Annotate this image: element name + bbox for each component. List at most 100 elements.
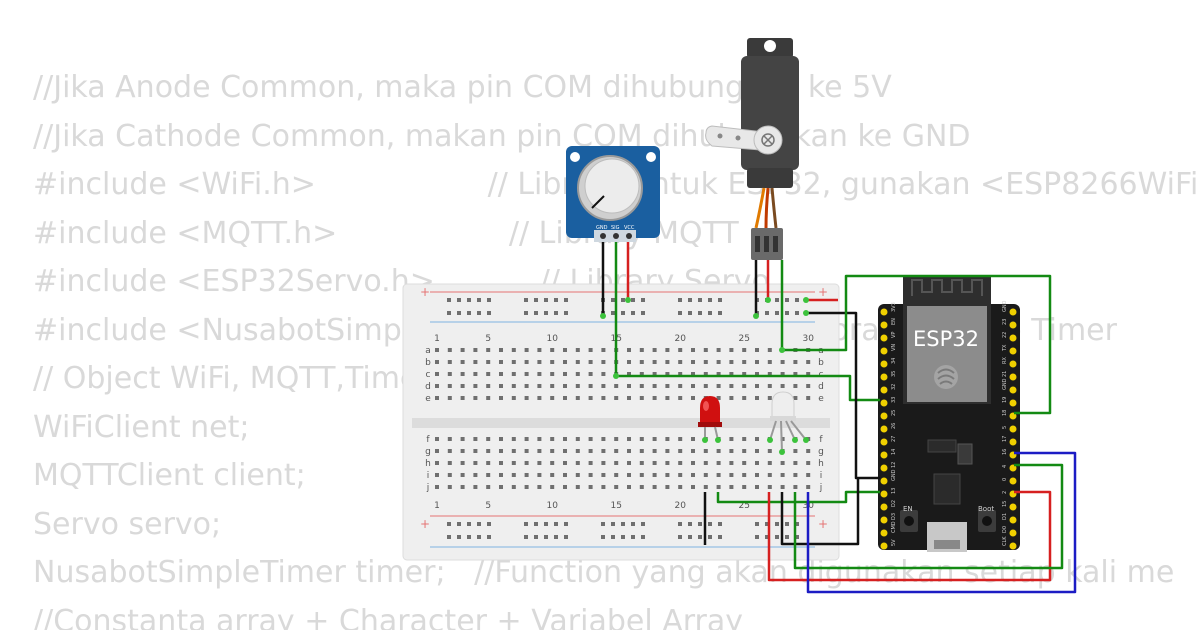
breadboard-rail-hole[interactable] bbox=[641, 298, 645, 302]
breadboard-hole[interactable] bbox=[652, 485, 657, 489]
breadboard-rail-hole[interactable] bbox=[457, 311, 461, 315]
breadboard-rail-hole[interactable] bbox=[524, 311, 528, 315]
breadboard-hole[interactable] bbox=[742, 485, 747, 489]
breadboard-hole[interactable] bbox=[678, 437, 683, 441]
breadboard-rail-hole[interactable] bbox=[785, 522, 789, 526]
breadboard-rail-hole[interactable] bbox=[678, 522, 682, 526]
breadboard-hole[interactable] bbox=[729, 348, 734, 352]
breadboard-hole[interactable] bbox=[767, 372, 772, 376]
rgb-led[interactable] bbox=[769, 391, 807, 453]
breadboard-hole[interactable] bbox=[780, 461, 785, 465]
breadboard-rail-hole[interactable] bbox=[457, 535, 461, 539]
breadboard-hole[interactable] bbox=[499, 485, 503, 489]
esp32-pin-right[interactable] bbox=[1009, 386, 1017, 394]
breadboard-hole[interactable] bbox=[473, 449, 478, 453]
breadboard-rail-hole[interactable] bbox=[611, 311, 615, 315]
breadboard-rail-hole[interactable] bbox=[698, 298, 702, 302]
breadboard-hole[interactable] bbox=[716, 449, 721, 453]
breadboard-hole[interactable] bbox=[716, 485, 721, 489]
breadboard-hole[interactable] bbox=[729, 372, 734, 376]
breadboard-hole[interactable] bbox=[614, 461, 619, 465]
breadboard-hole[interactable] bbox=[499, 384, 503, 388]
breadboard-rail-hole[interactable] bbox=[765, 522, 769, 526]
breadboard-hole[interactable] bbox=[614, 485, 619, 489]
breadboard-hole[interactable] bbox=[793, 384, 798, 388]
breadboard-hole[interactable] bbox=[627, 461, 631, 465]
breadboard-rail-hole[interactable] bbox=[621, 522, 625, 526]
esp32-pin-right[interactable] bbox=[1009, 308, 1017, 316]
breadboard-rail-hole[interactable] bbox=[641, 535, 645, 539]
breadboard-hole[interactable] bbox=[652, 396, 657, 400]
breadboard-hole[interactable] bbox=[537, 360, 542, 364]
breadboard-hole[interactable] bbox=[767, 461, 772, 465]
breadboard-hole[interactable] bbox=[767, 360, 772, 364]
breadboard-rail-hole[interactable] bbox=[795, 311, 799, 315]
breadboard-hole[interactable] bbox=[524, 449, 529, 453]
breadboard-hole[interactable] bbox=[447, 384, 452, 388]
breadboard-hole[interactable] bbox=[755, 372, 759, 376]
esp32-pin-left[interactable] bbox=[880, 347, 888, 355]
breadboard-hole[interactable] bbox=[703, 461, 708, 465]
esp32-pin-right[interactable] bbox=[1009, 477, 1017, 485]
breadboard-hole[interactable] bbox=[767, 384, 772, 388]
esp32-pin-left[interactable] bbox=[880, 490, 888, 498]
breadboard-hole[interactable] bbox=[742, 372, 747, 376]
breadboard-hole[interactable] bbox=[639, 360, 644, 364]
breadboard-rail-hole[interactable] bbox=[631, 535, 635, 539]
breadboard-hole[interactable] bbox=[486, 372, 491, 376]
breadboard-hole[interactable] bbox=[614, 449, 619, 453]
breadboard-hole[interactable] bbox=[486, 485, 491, 489]
breadboard-hole[interactable] bbox=[588, 384, 593, 388]
breadboard-rail-hole[interactable] bbox=[457, 522, 461, 526]
breadboard-hole[interactable] bbox=[767, 449, 772, 453]
breadboard-hole[interactable] bbox=[588, 372, 593, 376]
breadboard-hole[interactable] bbox=[460, 449, 465, 453]
breadboard-hole[interactable] bbox=[473, 485, 478, 489]
breadboard-hole[interactable] bbox=[524, 384, 529, 388]
breadboard-rail-hole[interactable] bbox=[785, 298, 789, 302]
breadboard-hole[interactable] bbox=[652, 449, 657, 453]
breadboard-hole[interactable] bbox=[678, 372, 683, 376]
breadboard-hole[interactable] bbox=[601, 485, 606, 489]
breadboard-rail-hole[interactable] bbox=[447, 311, 451, 315]
breadboard-hole[interactable] bbox=[575, 384, 580, 388]
esp32-pin-left[interactable] bbox=[880, 412, 888, 420]
breadboard-rail-hole[interactable] bbox=[698, 311, 702, 315]
breadboard-hole[interactable] bbox=[780, 485, 785, 489]
breadboard-hole[interactable] bbox=[665, 348, 670, 352]
breadboard-hole[interactable] bbox=[703, 449, 708, 453]
breadboard-hole[interactable] bbox=[652, 437, 657, 441]
breadboard-hole[interactable] bbox=[588, 461, 593, 465]
breadboard-rail-hole[interactable] bbox=[678, 535, 682, 539]
breadboard-hole[interactable] bbox=[524, 348, 529, 352]
breadboard-hole[interactable] bbox=[460, 372, 465, 376]
breadboard-hole[interactable] bbox=[627, 348, 631, 352]
breadboard-hole[interactable] bbox=[793, 449, 798, 453]
breadboard-hole[interactable] bbox=[460, 384, 465, 388]
breadboard-hole[interactable] bbox=[524, 396, 529, 400]
breadboard-hole[interactable] bbox=[742, 461, 747, 465]
breadboard-hole[interactable] bbox=[639, 372, 644, 376]
breadboard-hole[interactable] bbox=[627, 384, 631, 388]
esp32-pin-left[interactable] bbox=[880, 451, 888, 459]
breadboard-hole[interactable] bbox=[537, 372, 542, 376]
breadboard-hole[interactable] bbox=[435, 473, 439, 477]
esp32-pin-left[interactable] bbox=[880, 334, 888, 342]
breadboard-hole[interactable] bbox=[499, 437, 503, 441]
breadboard-hole[interactable] bbox=[652, 461, 657, 465]
esp32-pin-right[interactable] bbox=[1009, 360, 1017, 368]
breadboard-hole[interactable] bbox=[486, 449, 491, 453]
breadboard-hole[interactable] bbox=[703, 372, 708, 376]
breadboard-hole[interactable] bbox=[755, 461, 759, 465]
breadboard-rail-hole[interactable] bbox=[544, 522, 548, 526]
breadboard-rail-hole[interactable] bbox=[775, 298, 779, 302]
breadboard-hole[interactable] bbox=[499, 372, 503, 376]
breadboard-hole[interactable] bbox=[575, 372, 580, 376]
breadboard-rail-hole[interactable] bbox=[554, 522, 558, 526]
breadboard-rail-hole[interactable] bbox=[447, 298, 451, 302]
breadboard-rail-hole[interactable] bbox=[534, 535, 538, 539]
breadboard-hole[interactable] bbox=[742, 348, 747, 352]
breadboard-hole[interactable] bbox=[575, 437, 580, 441]
breadboard-hole[interactable] bbox=[550, 348, 555, 352]
breadboard-hole[interactable] bbox=[563, 348, 567, 352]
